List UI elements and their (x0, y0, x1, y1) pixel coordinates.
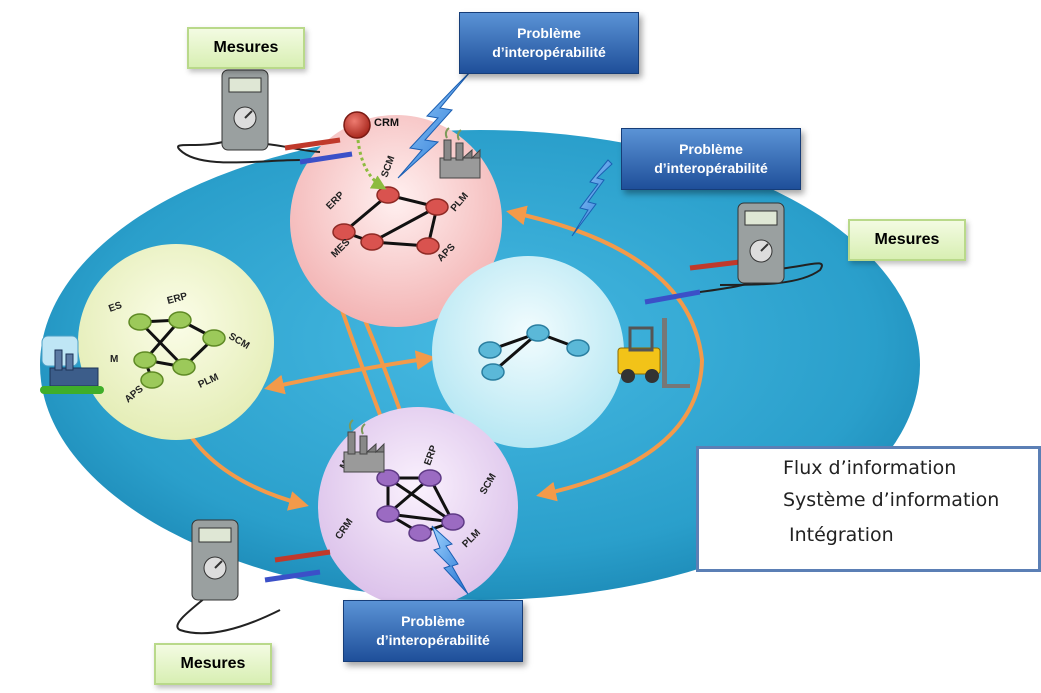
left-node-m: M (110, 354, 118, 365)
integration-arrow (356, 139, 387, 190)
flux-arrow-left-center (264, 350, 436, 395)
multimeter-icon-right (644, 202, 823, 305)
mesures-box-bottom-left: Mesures (154, 643, 272, 685)
mesures-label-bottom-left: Mesures (180, 655, 246, 672)
mesures-label-top-left: Mesures (213, 39, 279, 56)
interop-bolt-top (397, 71, 471, 179)
interop-problem-box-top: Problème d’interopérabilité (459, 12, 639, 74)
crm-info-system-dot (343, 111, 371, 139)
interop-problem-top-line2: d’interopérabilité (492, 44, 606, 60)
interop-problem-bottom-line1: Problème (401, 613, 465, 630)
interop-bolt-right (571, 159, 613, 237)
system-left-nodes (128, 311, 226, 389)
legend-integration-label: Intégration (789, 524, 894, 546)
factory-icon-top (439, 127, 481, 179)
interop-problem-top-line1: Problème (517, 25, 581, 42)
left-node-erp: ERP (166, 291, 189, 307)
legend-row-integration: Intégration (699, 524, 1038, 554)
multimeter-icon-top-left (177, 69, 353, 165)
mesures-box-right: Mesures (848, 219, 966, 261)
interop-problem-right-line2: d’interopérabilité (654, 160, 768, 176)
legend-box: Flux d’information Système d’information… (696, 446, 1041, 572)
legend-row-flux: Flux d’information (699, 457, 1038, 487)
interop-bolt-bottom (431, 525, 469, 595)
mesures-box-top-left: Mesures (187, 27, 305, 69)
interop-problem-box-right: Problème d’interopérabilité (621, 128, 801, 190)
factory-icon-bottom (343, 419, 385, 473)
interop-problem-right-line1: Problème (679, 141, 743, 158)
system-bottom-nodes (376, 469, 465, 542)
left-node-es: ES (107, 300, 124, 315)
multimeter-icon-bottom-left (176, 519, 331, 635)
system-left-circle (78, 244, 274, 440)
legend-systeme-label: Système d’information (783, 489, 1000, 511)
system-center-circle (432, 256, 624, 448)
interop-problem-box-bottom: Problème d’interopérabilité (343, 600, 523, 662)
mesures-label-right: Mesures (874, 231, 940, 248)
flux-arrow-right-arc (506, 205, 705, 502)
interop-problem-bottom-line2: d’interopérabilité (376, 632, 490, 648)
system-center-nodes (478, 324, 590, 381)
crm-label: CRM (374, 117, 399, 129)
system-top-nodes (332, 186, 449, 255)
factory-icon-left (40, 335, 104, 394)
legend-row-systeme: Système d’information (699, 489, 1038, 519)
forklift-icon (617, 318, 690, 388)
legend-flux-label: Flux d’information (783, 457, 957, 479)
